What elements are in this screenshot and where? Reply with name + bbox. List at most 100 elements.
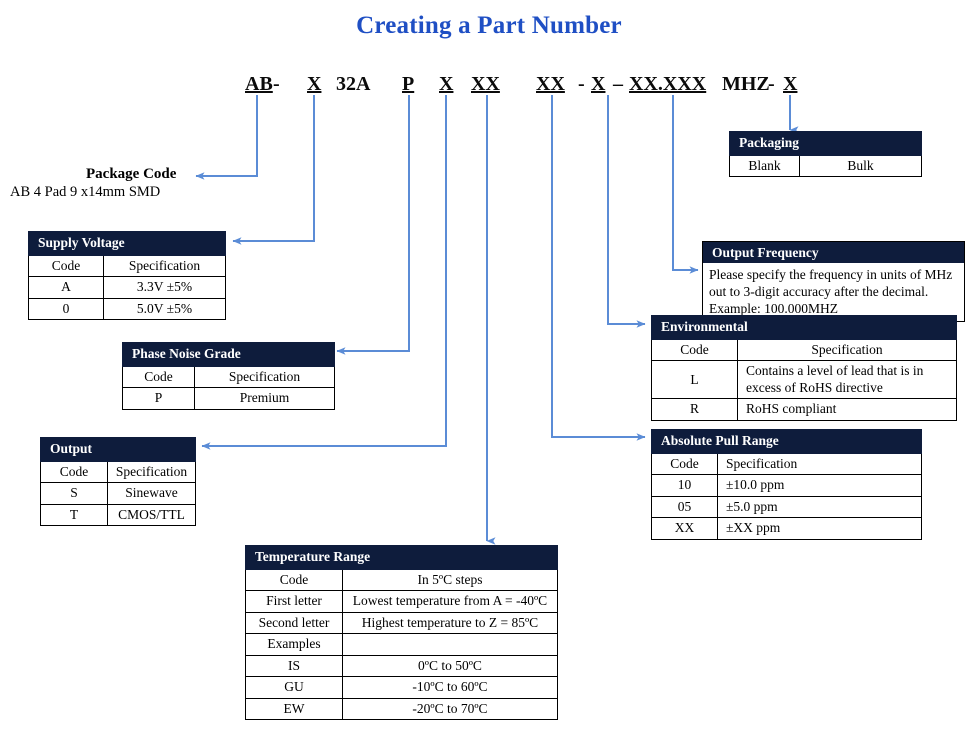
pn-token-endash: – bbox=[613, 73, 623, 95]
table-temperature-range: Temperature Range Code In 5ºC steps Firs… bbox=[245, 545, 558, 721]
cell-spec: -20ºC to 70ºC bbox=[342, 697, 558, 721]
table-row: 10 ±10.0 ppm bbox=[651, 474, 923, 497]
cell-code: IS bbox=[245, 654, 343, 678]
pn-token-environmental: X bbox=[591, 73, 606, 95]
pn-token-frequency: XX.XXX bbox=[629, 73, 707, 95]
col-header-code: Code bbox=[245, 568, 343, 592]
table-row: 0 5.0V ±5% bbox=[28, 297, 227, 321]
cell-code: EW bbox=[245, 697, 343, 721]
pn-token-dash-3: - bbox=[768, 73, 775, 95]
connector-supply-voltage bbox=[232, 95, 315, 245]
part-number-string: AB - X 32A P X XX XX - X – XX.XXX MHZ - … bbox=[0, 72, 978, 100]
table-environmental: Environmental Code Specification L Conta… bbox=[650, 315, 958, 421]
table-row: GU -10ºC to 60ºC bbox=[245, 676, 558, 699]
note-header-output-frequency: Output Frequency bbox=[703, 242, 964, 263]
col-header-spec: Specification bbox=[102, 254, 227, 278]
pn-token-dash-2: - bbox=[578, 73, 585, 95]
cell-spec bbox=[342, 633, 558, 656]
package-code-label: Package Code bbox=[86, 166, 177, 182]
cell-spec: Premium bbox=[194, 387, 335, 410]
table-header-output: Output bbox=[40, 437, 196, 462]
cell-code: L bbox=[651, 360, 738, 400]
table-row: Second letter Highest temperature to Z =… bbox=[245, 611, 558, 635]
table-row: R RoHS compliant bbox=[651, 398, 958, 421]
cell-spec: ±5.0 ppm bbox=[716, 495, 923, 519]
table-row: L Contains a level of lead that is in ex… bbox=[651, 360, 958, 400]
table-row: EW -20ºC to 70ºC bbox=[245, 697, 558, 721]
cell-code: Second letter bbox=[245, 611, 343, 635]
cell-code: P bbox=[122, 387, 195, 410]
note-line: out to 3-digit accuracy after the decima… bbox=[709, 284, 929, 299]
table-row: Code Specification bbox=[122, 365, 335, 389]
table-packaging: Packaging Blank Bulk bbox=[728, 131, 923, 178]
pn-token-package: AB bbox=[245, 73, 273, 95]
cell-spec: 5.0V ±5% bbox=[102, 297, 227, 321]
table-header-supply-voltage: Supply Voltage bbox=[27, 231, 227, 256]
cell-spec: Contains a level of lead that is in exce… bbox=[736, 360, 958, 400]
table-header-environmental: Environmental bbox=[650, 315, 958, 340]
table-row: First letter Lowest temperature from A =… bbox=[245, 590, 558, 613]
table-row: Blank Bulk bbox=[729, 154, 923, 178]
table-header-absolute-pull-range: Absolute Pull Range bbox=[650, 429, 923, 454]
cell-code: R bbox=[651, 398, 738, 421]
cell-spec: RoHS compliant bbox=[736, 398, 958, 421]
cell-spec: ±XX ppm bbox=[716, 517, 923, 540]
cell-code: S bbox=[40, 482, 108, 505]
col-header-code: Code bbox=[28, 254, 104, 278]
pn-token-temperature: XX bbox=[471, 73, 500, 95]
table-absolute-pull-range: Absolute Pull Range Code Specification 1… bbox=[650, 429, 923, 540]
table-header-packaging: Packaging bbox=[728, 131, 923, 156]
pn-token-pull-range: XX bbox=[536, 73, 565, 95]
table-row: XX ±XX ppm bbox=[651, 517, 923, 540]
table-row: T CMOS/TTL bbox=[40, 503, 196, 527]
col-header-spec: Specification bbox=[194, 365, 335, 389]
table-supply-voltage: Supply Voltage Code Specification A 3.3V… bbox=[27, 231, 227, 321]
connector-output-frequency bbox=[672, 95, 699, 274]
pn-token-phase-noise: P bbox=[402, 73, 415, 95]
table-header-phase-noise-grade: Phase Noise Grade bbox=[122, 342, 335, 367]
table-row: IS 0ºC to 50ºC bbox=[245, 654, 558, 678]
cell-code: First letter bbox=[245, 590, 343, 613]
cell-code: T bbox=[40, 503, 108, 527]
table-header-temperature-range: Temperature Range bbox=[245, 545, 558, 570]
table-row: 05 ±5.0 ppm bbox=[651, 495, 923, 519]
pn-token-supply-voltage: X bbox=[307, 73, 322, 95]
cell-spec: 0ºC to 50ºC bbox=[342, 654, 558, 678]
note-line: Example: 100.000MHZ bbox=[709, 301, 838, 316]
table-phase-noise-grade: Phase Noise Grade Code Specification P P… bbox=[122, 342, 335, 410]
cell-code: XX bbox=[651, 517, 718, 540]
table-row: A 3.3V ±5% bbox=[28, 276, 227, 299]
cell-spec: 3.3V ±5% bbox=[102, 276, 227, 299]
cell-spec: Lowest temperature from A = -40ºC bbox=[342, 590, 558, 613]
table-row: Code Specification bbox=[40, 460, 196, 484]
table-row: Code Specification bbox=[28, 254, 227, 278]
table-row: S Sinewave bbox=[40, 482, 196, 505]
cell-spec: CMOS/TTL bbox=[107, 503, 196, 527]
connector-environmental bbox=[607, 95, 646, 328]
pn-token-packaging: X bbox=[783, 73, 798, 95]
cell-packaging-blank: Blank bbox=[729, 154, 800, 178]
table-row: Code Specification bbox=[651, 452, 923, 476]
note-body-output-frequency: Please specify the frequency in units of… bbox=[703, 263, 964, 321]
pn-token-dash-1: - bbox=[273, 73, 280, 95]
note-output-frequency: Output Frequency Please specify the freq… bbox=[702, 241, 965, 322]
col-header-spec: Specification bbox=[107, 460, 196, 484]
table-row: Code In 5ºC steps bbox=[245, 568, 558, 592]
col-header-code: Code bbox=[40, 460, 108, 484]
pn-token-output: X bbox=[439, 73, 454, 95]
cell-code: 0 bbox=[28, 297, 104, 321]
table-row: P Premium bbox=[122, 387, 335, 410]
cell-code: 10 bbox=[651, 474, 718, 497]
col-header-steps: In 5ºC steps bbox=[342, 568, 558, 592]
cell-spec: -10ºC to 60ºC bbox=[342, 676, 558, 699]
cell-code: 05 bbox=[651, 495, 718, 519]
cell-spec: Highest temperature to Z = 85ºC bbox=[342, 611, 558, 635]
table-output: Output Code Specification S Sinewave T C… bbox=[40, 437, 196, 527]
page-title: Creating a Part Number bbox=[356, 12, 622, 39]
note-line: Please specify the frequency in units of… bbox=[709, 267, 953, 282]
pn-token-series: 32A bbox=[336, 73, 371, 95]
col-header-code: Code bbox=[122, 365, 195, 389]
connector-package-code bbox=[195, 95, 258, 180]
col-header-spec: Specification bbox=[736, 338, 958, 362]
